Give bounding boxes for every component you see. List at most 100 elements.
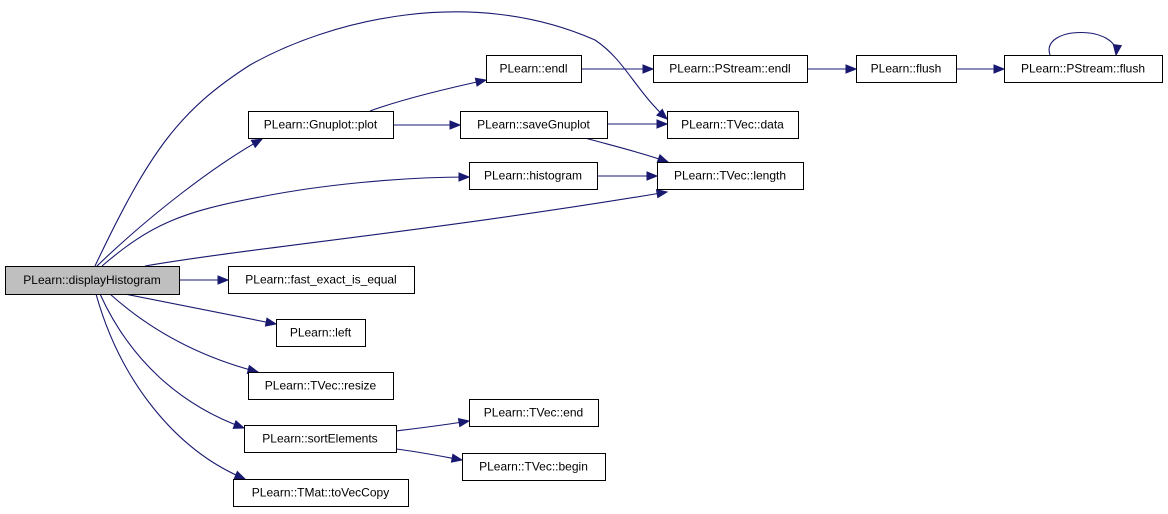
edge-line [101,176,470,267]
node-label: PLearn::PStream::flush [1021,62,1145,76]
node-label: PLearn::endl [499,62,567,76]
node-label: PLearn::TVec::end [484,406,583,420]
node-box [653,55,808,83]
edge-line [109,293,259,373]
edge-line [395,420,470,432]
arrowhead-icon [458,172,471,182]
edge-sortElements-to-tvec_begin [395,448,464,463]
node-displayHistogram[interactable]: PLearn::displayHistogram [5,266,180,295]
edge-displayHistogram-to-tvec_length [144,189,669,267]
node-label: PLearn::Gnuplot::plot [264,118,378,132]
node-pstream_endl[interactable]: PLearn::PStream::endl [653,55,808,83]
edge-saveGnuplot-to-tvec_length [584,137,670,163]
node-box [462,453,606,481]
edge-line [369,79,487,112]
edge-displayHistogram-to-fast_exact_is_equal [179,275,230,285]
node-tmat_toVecCopy[interactable]: PLearn::TMat::toVecCopy [233,479,409,507]
arrowhead-icon [450,453,464,463]
node-endl[interactable]: PLearn::endl [486,55,582,83]
nodes-layer: PLearn::displayHistogram PLearn::Gnuplot:… [5,55,1163,507]
node-flush[interactable]: PLearn::flush [856,55,957,83]
edges-layer [94,11,1123,480]
node-box [248,372,394,400]
node-box [469,399,599,427]
node-tvec_resize[interactable]: PLearn::TVec::resize [248,372,394,400]
edge-pstream_flush-to-pstream_flush [1048,31,1123,57]
node-box [276,319,366,347]
arrowhead-icon [656,119,669,129]
node-tvec_begin[interactable]: PLearn::TVec::begin [462,453,606,481]
node-tvec_length[interactable]: PLearn::TVec::length [657,162,804,190]
node-label: PLearn::flush [871,62,942,76]
arrowhead-icon [457,418,471,428]
node-label: PLearn::sortElements [262,432,377,446]
node-box [657,162,804,190]
edge-sortElements-to-tvec_end [395,418,471,432]
node-box [233,479,409,507]
node-label: PLearn::left [290,326,352,340]
arrowhead-icon [656,154,670,163]
arrowhead-icon [646,171,659,181]
node-tvec_data[interactable]: PLearn::TVec::data [667,111,799,139]
node-label: PLearn::histogram [484,169,582,183]
arrowhead-icon [474,77,488,87]
node-fast_exact_is_equal[interactable]: PLearn::fast_exact_is_equal [228,266,415,294]
node-box [5,266,180,295]
node-left[interactable]: PLearn::left [276,319,366,347]
edge-displayHistogram-to-tmat_toVecCopy [95,293,247,480]
edge-gnuplot_plot-to-endl [369,77,488,112]
edge-displayHistogram-to-gnuplot_plot [96,138,264,267]
arrowhead-icon [217,275,230,285]
arrowhead-icon [232,419,246,429]
node-box [244,425,397,453]
edge-line [144,191,668,267]
edge-endl-to-pstream_endl [581,64,655,74]
arrowhead-icon [250,138,264,149]
node-box [460,111,608,139]
node-tvec_end[interactable]: PLearn::TVec::end [469,399,599,427]
edge-gnuplot_plot-to-saveGnuplot [393,120,462,130]
edge-displayHistogram-to-histogram [101,172,471,267]
edge-histogram-to-tvec_length [597,171,659,181]
edge-line [1048,31,1117,56]
node-pstream_flush[interactable]: PLearn::PStream::flush [1004,55,1163,83]
node-label: PLearn::saveGnuplot [477,118,590,132]
node-label: PLearn::TMat::toVecCopy [252,486,389,500]
edge-flush-to-pstream_flush [956,64,1006,74]
node-label: PLearn::TVec::resize [265,379,377,393]
node-label: PLearn::fast_exact_is_equal [245,273,396,287]
edge-pstream_endl-to-flush [807,64,858,74]
arrowhead-icon [449,120,462,130]
arrowhead-icon [642,64,655,74]
node-box [1004,55,1163,83]
arrowhead-icon [233,470,247,480]
arrowhead-icon [1112,43,1123,57]
edge-displayHistogram-to-left [124,293,278,327]
edge-line [95,293,246,480]
edge-line [96,138,263,267]
arrowhead-icon [845,64,858,74]
node-box [228,266,415,294]
node-sortElements[interactable]: PLearn::sortElements [244,425,397,453]
node-label: PLearn::TVec::data [681,118,784,132]
node-box [486,55,582,83]
edge-line [94,11,668,267]
node-histogram[interactable]: PLearn::histogram [469,162,598,190]
arrowhead-icon [655,189,669,199]
node-box [856,55,957,83]
edge-line [584,137,669,163]
node-label: PLearn::PStream::endl [669,62,790,76]
edge-displayHistogram-to-sortElements [99,293,246,429]
node-box [248,111,394,139]
edge-saveGnuplot-to-tvec_data [607,119,669,129]
node-label: PLearn::displayHistogram [23,273,160,287]
arrowhead-icon [656,108,668,120]
node-gnuplot_plot[interactable]: PLearn::Gnuplot::plot [248,111,394,139]
arrowhead-icon [993,64,1006,74]
node-saveGnuplot[interactable]: PLearn::saveGnuplot [460,111,608,139]
node-box [469,162,598,190]
node-box [667,111,799,139]
edge-line [124,293,277,325]
edge-line [99,293,245,429]
